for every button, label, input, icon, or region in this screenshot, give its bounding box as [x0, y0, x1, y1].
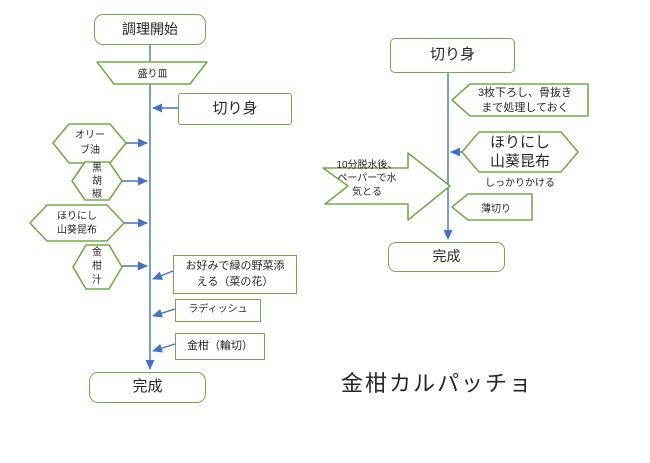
end-node-right: 完成 [388, 242, 505, 272]
prep-note-label: 3枚下ろし、骨抜き まで処理しておく [477, 86, 573, 114]
apply-note-label: しっかりかける [485, 177, 555, 189]
wasabi-kombu-right-hexagon-shape [461, 131, 579, 173]
kumquat-slice-node: 金柑（輪切） [175, 333, 265, 360]
dehydrate-big-arrow-shape [322, 152, 451, 221]
kumquat-slice-connector [152, 343, 176, 353]
end-node-left: 完成 [89, 372, 206, 403]
garnish-note-connector [152, 270, 174, 280]
dehydrate-note-label: 10分脱水後、 ペーパーで水 気とる [336, 159, 398, 198]
wasabi-kombu-left-label: ほりにし 山葵昆布 [57, 210, 97, 236]
black-pepper-label: 黒 胡 椒 [92, 162, 102, 200]
thin-slice-label: 薄切り [481, 203, 511, 215]
garnish-note-node: お好みで緑の野菜添 える（菜の花） [173, 255, 297, 294]
fillet-node-right: 切り身 [390, 38, 515, 73]
plate-trapezoid-shape [96, 61, 208, 85]
fillet-node-left: 切り身 [178, 93, 292, 125]
wasabi-kombu-right-label: ほりにし 山葵昆布 [489, 133, 550, 171]
thin-slice-pentagon-shape [451, 193, 533, 221]
prep-note-pentagon-shape [451, 83, 589, 117]
radish-connector [152, 308, 176, 318]
kumquat-juice-label: 金 柑 汁 [92, 247, 102, 286]
kumquat-juice-hexagon-shape [72, 244, 123, 290]
start-node: 調理開始 [94, 14, 206, 45]
radish-node: ラディッシュ [175, 299, 261, 322]
plate-label: 盛り皿 [137, 69, 168, 80]
olive-oil-label: オリー ブ油 [75, 130, 105, 156]
page-title: 金柑カルパッチョ [341, 371, 534, 396]
